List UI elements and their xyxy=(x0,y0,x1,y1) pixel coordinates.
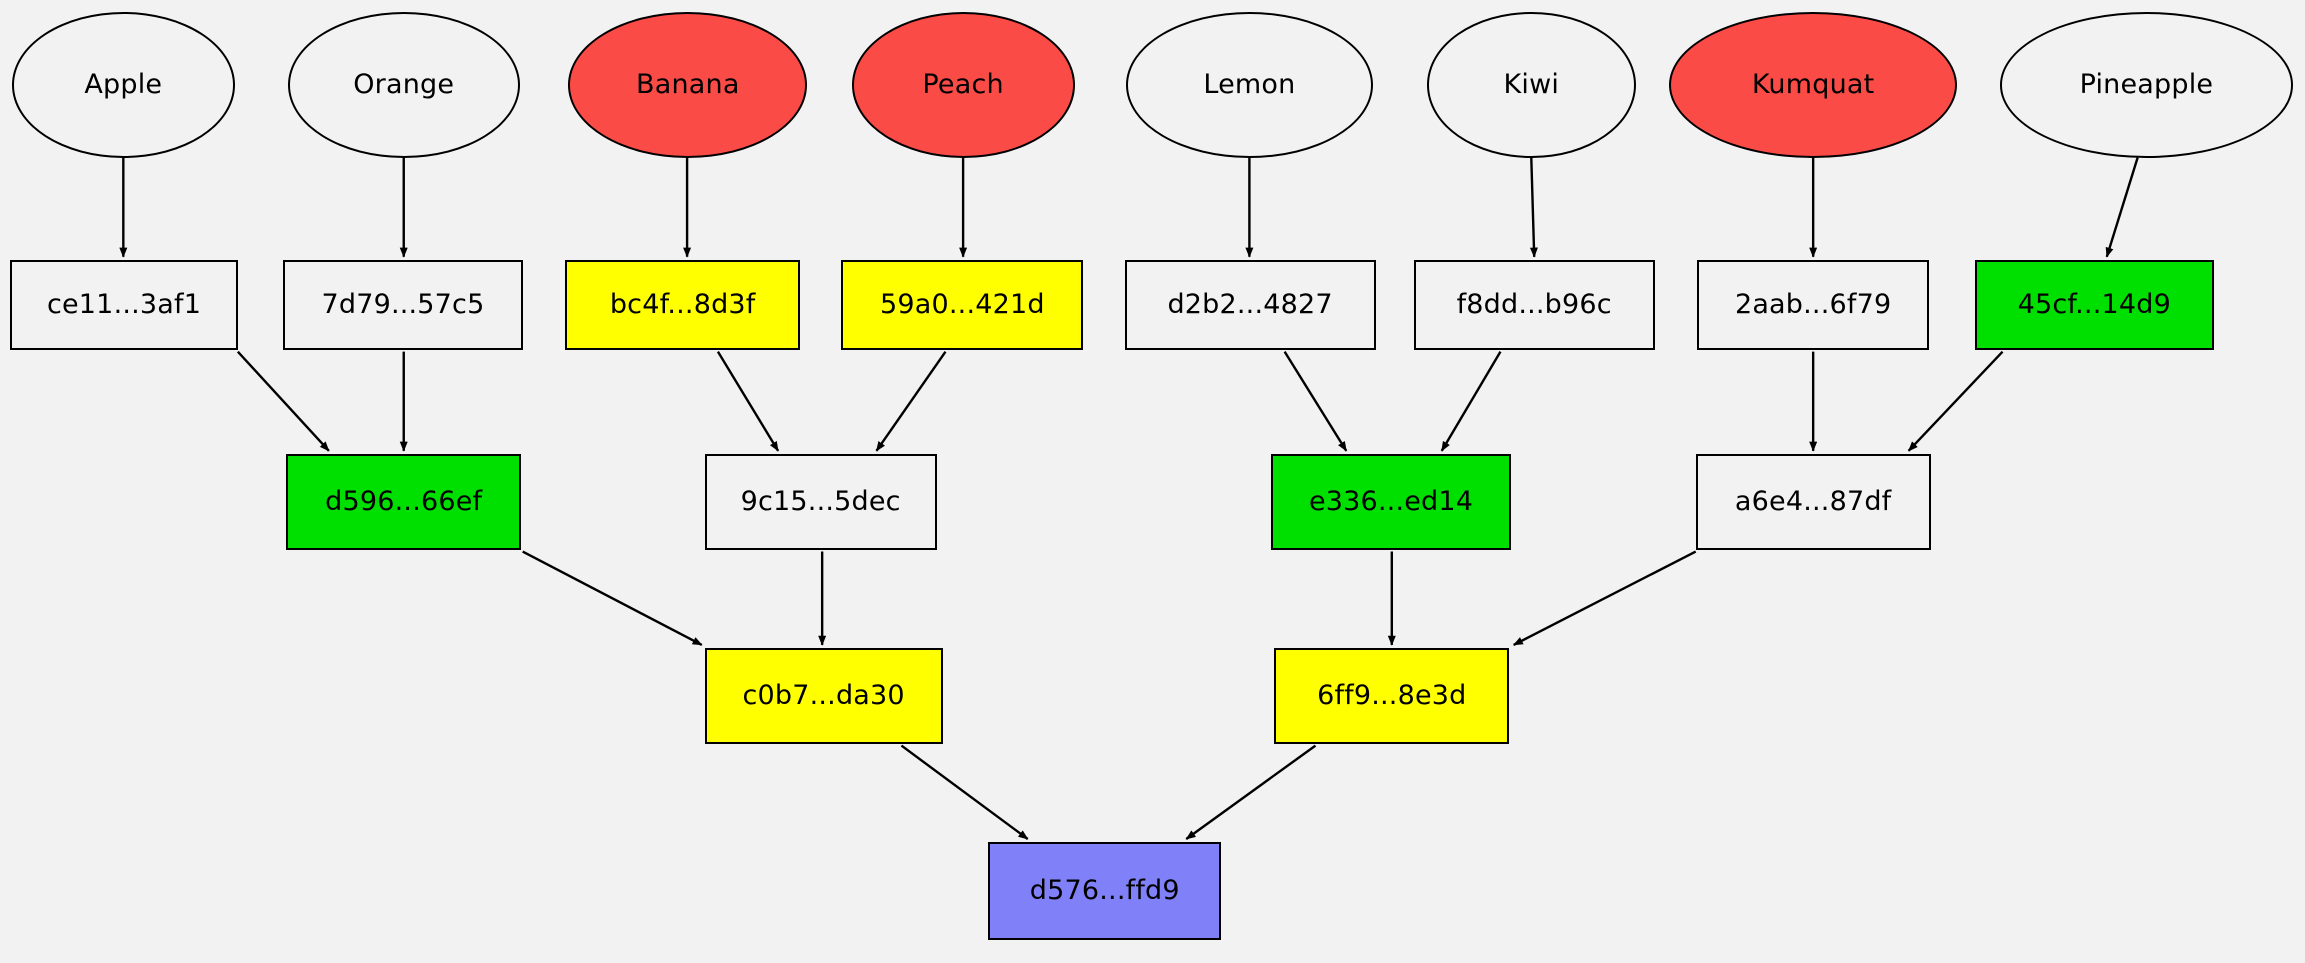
edge-pineapple-to-45cf xyxy=(2105,157,2139,258)
edge-d2b2-to-e336 xyxy=(1283,351,1348,452)
hash-node-d576[interactable]: d576...ffd9 xyxy=(988,841,1222,940)
hash-node-9c15[interactable]: 9c15...5dec xyxy=(704,453,937,551)
node-label: bc4f...8d3f xyxy=(609,289,756,321)
node-label: Lemon xyxy=(1203,69,1296,101)
hash-node-f8dd[interactable]: f8dd...b96c xyxy=(1413,259,1655,351)
edge-45cf-to-a6e4 xyxy=(1907,350,2004,452)
node-label: a6e4...87df xyxy=(1734,486,1892,518)
hash-node-c0b7[interactable]: c0b7...da30 xyxy=(704,647,943,745)
node-label: 9c15...5dec xyxy=(740,486,901,518)
edge-kiwi-to-f8dd xyxy=(1529,157,1538,258)
leaf-node-banana[interactable]: Banana xyxy=(568,11,808,158)
edge-a6e4-to-6ff9 xyxy=(1512,550,1697,646)
node-label: 2aab...6f79 xyxy=(1734,289,1892,321)
hash-node-59a0[interactable]: 59a0...421d xyxy=(841,259,1084,351)
node-label: d596...66ef xyxy=(325,486,483,518)
leaf-node-lemon[interactable]: Lemon xyxy=(1126,11,1373,158)
node-label: Pineapple xyxy=(2079,69,2214,101)
node-label: Orange xyxy=(353,69,455,101)
hash-node-d2b2[interactable]: d2b2...4827 xyxy=(1124,259,1376,351)
node-label: Banana xyxy=(636,69,740,101)
hash-node-bc4f[interactable]: bc4f...8d3f xyxy=(565,259,801,351)
node-label: e336...ed14 xyxy=(1308,486,1474,518)
node-label: Kiwi xyxy=(1503,69,1560,101)
leaf-node-orange[interactable]: Orange xyxy=(287,11,520,158)
node-label: d576...ffd9 xyxy=(1029,875,1180,907)
node-label: 45cf...14d9 xyxy=(2017,289,2171,321)
hash-node-45cf[interactable]: 45cf...14d9 xyxy=(1974,259,2214,351)
node-label: 7d79...57c5 xyxy=(321,289,485,321)
edge-59a0-to-9c15 xyxy=(875,350,947,452)
node-label: c0b7...da30 xyxy=(742,680,905,712)
hash-node-d596[interactable]: d596...66ef xyxy=(286,453,522,551)
leaf-node-pineapple[interactable]: Pineapple xyxy=(1999,11,2294,158)
leaf-node-kiwi[interactable]: Kiwi xyxy=(1427,11,1636,158)
edge-6ff9-to-d576 xyxy=(1185,744,1317,840)
hash-node-7d79[interactable]: 7d79...57c5 xyxy=(283,259,523,351)
edge-bc4f-to-9c15 xyxy=(716,351,780,452)
leaf-node-peach[interactable]: Peach xyxy=(851,11,1075,158)
node-label: f8dd...b96c xyxy=(1456,289,1612,321)
hash-node-6ff9[interactable]: 6ff9...8e3d xyxy=(1274,647,1510,745)
hash-node-ce11[interactable]: ce11...3af1 xyxy=(10,259,238,351)
node-label: ce11...3af1 xyxy=(46,289,202,321)
node-label: Peach xyxy=(922,69,1004,101)
node-label: 59a0...421d xyxy=(880,289,1045,321)
edge-d596-to-c0b7 xyxy=(522,550,703,646)
hash-node-2aab[interactable]: 2aab...6f79 xyxy=(1697,259,1930,351)
hash-node-e336[interactable]: e336...ed14 xyxy=(1271,453,1511,551)
node-label: 6ff9...8e3d xyxy=(1317,680,1467,712)
leaf-node-apple[interactable]: Apple xyxy=(11,11,235,158)
node-label: Apple xyxy=(84,69,163,101)
leaf-node-kumquat[interactable]: Kumquat xyxy=(1669,11,1958,158)
node-label: d2b2...4827 xyxy=(1167,289,1333,321)
edge-ce11-to-d596 xyxy=(236,350,330,452)
edge-f8dd-to-e336 xyxy=(1440,351,1502,452)
node-label: Kumquat xyxy=(1751,69,1875,101)
edge-c0b7-to-d576 xyxy=(900,744,1029,840)
hash-node-a6e4[interactable]: a6e4...87df xyxy=(1695,453,1931,551)
